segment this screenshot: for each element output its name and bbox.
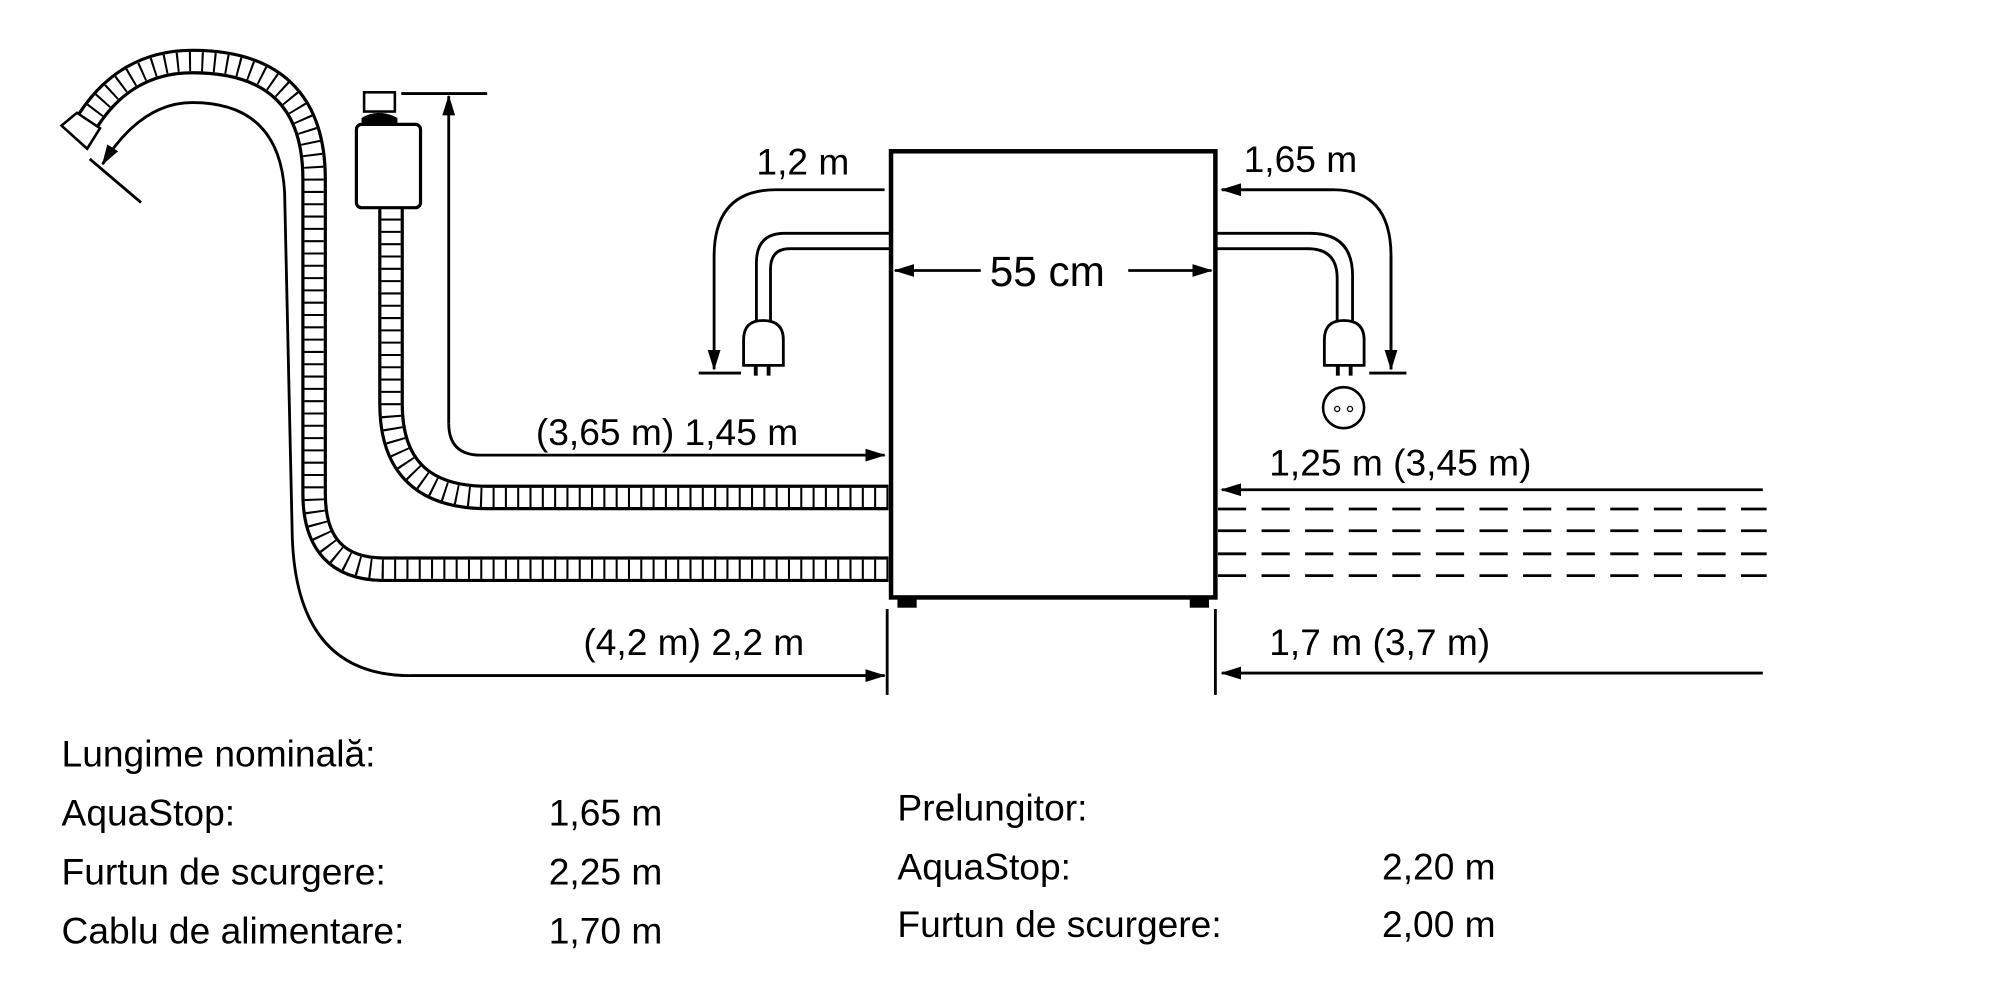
plug-icon <box>1322 319 1366 367</box>
power-cord-right <box>1215 231 1366 430</box>
inlet-hose-aquastop <box>354 91 889 511</box>
extension-hoses-dashed <box>1217 507 1767 578</box>
row-label: Furtun de scurgere: <box>897 903 1221 945</box>
power-cord-left <box>742 231 892 376</box>
drain-nozzle-icon <box>59 111 102 151</box>
row-value: 2,00 m <box>1382 903 1496 945</box>
row-label: Cablu de alimentare: <box>62 910 405 952</box>
left-cord-length: 1,2 m <box>756 140 849 182</box>
row-value: 2,20 m <box>1382 845 1496 887</box>
socket-icon <box>1321 385 1366 430</box>
drain-hose <box>59 48 889 583</box>
dishwasher-body <box>888 149 1218 608</box>
row-label: Furtun de scurgere: <box>62 851 386 893</box>
width-label: 55 cm <box>990 248 1105 295</box>
nominal-length-table: Lungime nominală: AquaStop: 1,65 m Furtu… <box>62 733 663 952</box>
row-label: AquaStop: <box>897 845 1071 887</box>
row-value: 1,65 m <box>549 792 663 834</box>
row-value: 2,25 m <box>549 851 663 893</box>
nominal-title: Lungime nominală: <box>62 733 376 775</box>
drain-hose-length: (4,2 m) 2,2 m <box>583 621 804 663</box>
plug-icon <box>742 319 785 367</box>
right-drain-length: 1,7 m (3,7 m) <box>1269 621 1490 663</box>
right-inlet-length: 1,25 m (3,45 m) <box>1269 442 1531 484</box>
row-value: 1,70 m <box>549 910 663 952</box>
row-label: AquaStop: <box>62 792 236 834</box>
inlet-hose-length: (3,65 m) 1,45 m <box>536 411 798 453</box>
right-cord-length: 1,65 m <box>1244 138 1358 180</box>
extension-title: Prelungitor: <box>897 787 1087 829</box>
aquastop-valve-icon <box>354 122 423 210</box>
extension-table: Prelungitor: AquaStop: 2,20 m Furtun de … <box>897 787 1495 946</box>
